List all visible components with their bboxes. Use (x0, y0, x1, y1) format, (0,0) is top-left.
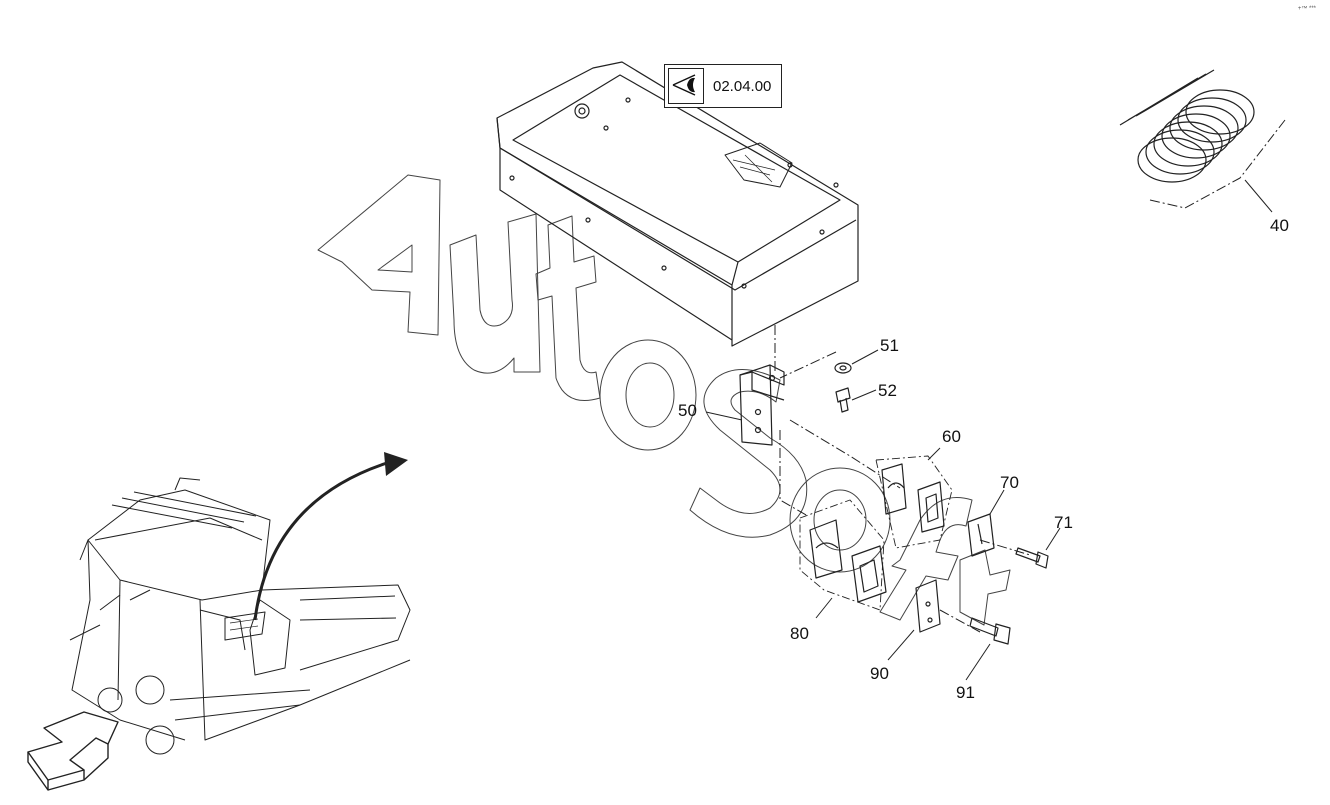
callout-91[interactable]: 91 (956, 683, 975, 702)
plate-part-70 (967, 513, 995, 557)
plate-part-90 (915, 579, 941, 633)
watermark (317, 174, 1011, 626)
housing-box (496, 61, 859, 347)
callout-71[interactable]: 71 (1054, 513, 1073, 532)
callout-40[interactable]: 40 (1270, 216, 1289, 235)
view-eye-icon (668, 68, 704, 104)
washer-part-51 (834, 362, 852, 374)
bolt-part-91 (969, 617, 1011, 645)
reference-box[interactable]: 02.04.00 (664, 64, 782, 108)
callout-60[interactable]: 60 (942, 427, 961, 446)
clamp-group-part-60 (875, 455, 953, 549)
callout-50[interactable]: 50 (678, 401, 697, 420)
corner-mark: +™ *** (1297, 6, 1316, 12)
callout-52[interactable]: 52 (878, 381, 897, 400)
callout-80[interactable]: 80 (790, 624, 809, 643)
callout-leaders (705, 179, 1273, 681)
callout-90[interactable]: 90 (870, 664, 889, 683)
bracket-part-50 (739, 364, 785, 446)
bolt-part-52 (835, 387, 851, 413)
bolt-part-71 (1015, 547, 1049, 569)
leader-lines (774, 119, 1286, 633)
direction-arrow (27, 711, 119, 791)
clamp-group-part-80 (799, 499, 887, 611)
callout-51[interactable]: 51 (880, 336, 899, 355)
paver-machine (69, 477, 411, 755)
callout-70[interactable]: 70 (1000, 473, 1019, 492)
cable-ties-part-40 (1119, 69, 1255, 183)
detail-curve-arrow (253, 452, 408, 621)
reference-code: 02.04.00 (713, 78, 772, 95)
